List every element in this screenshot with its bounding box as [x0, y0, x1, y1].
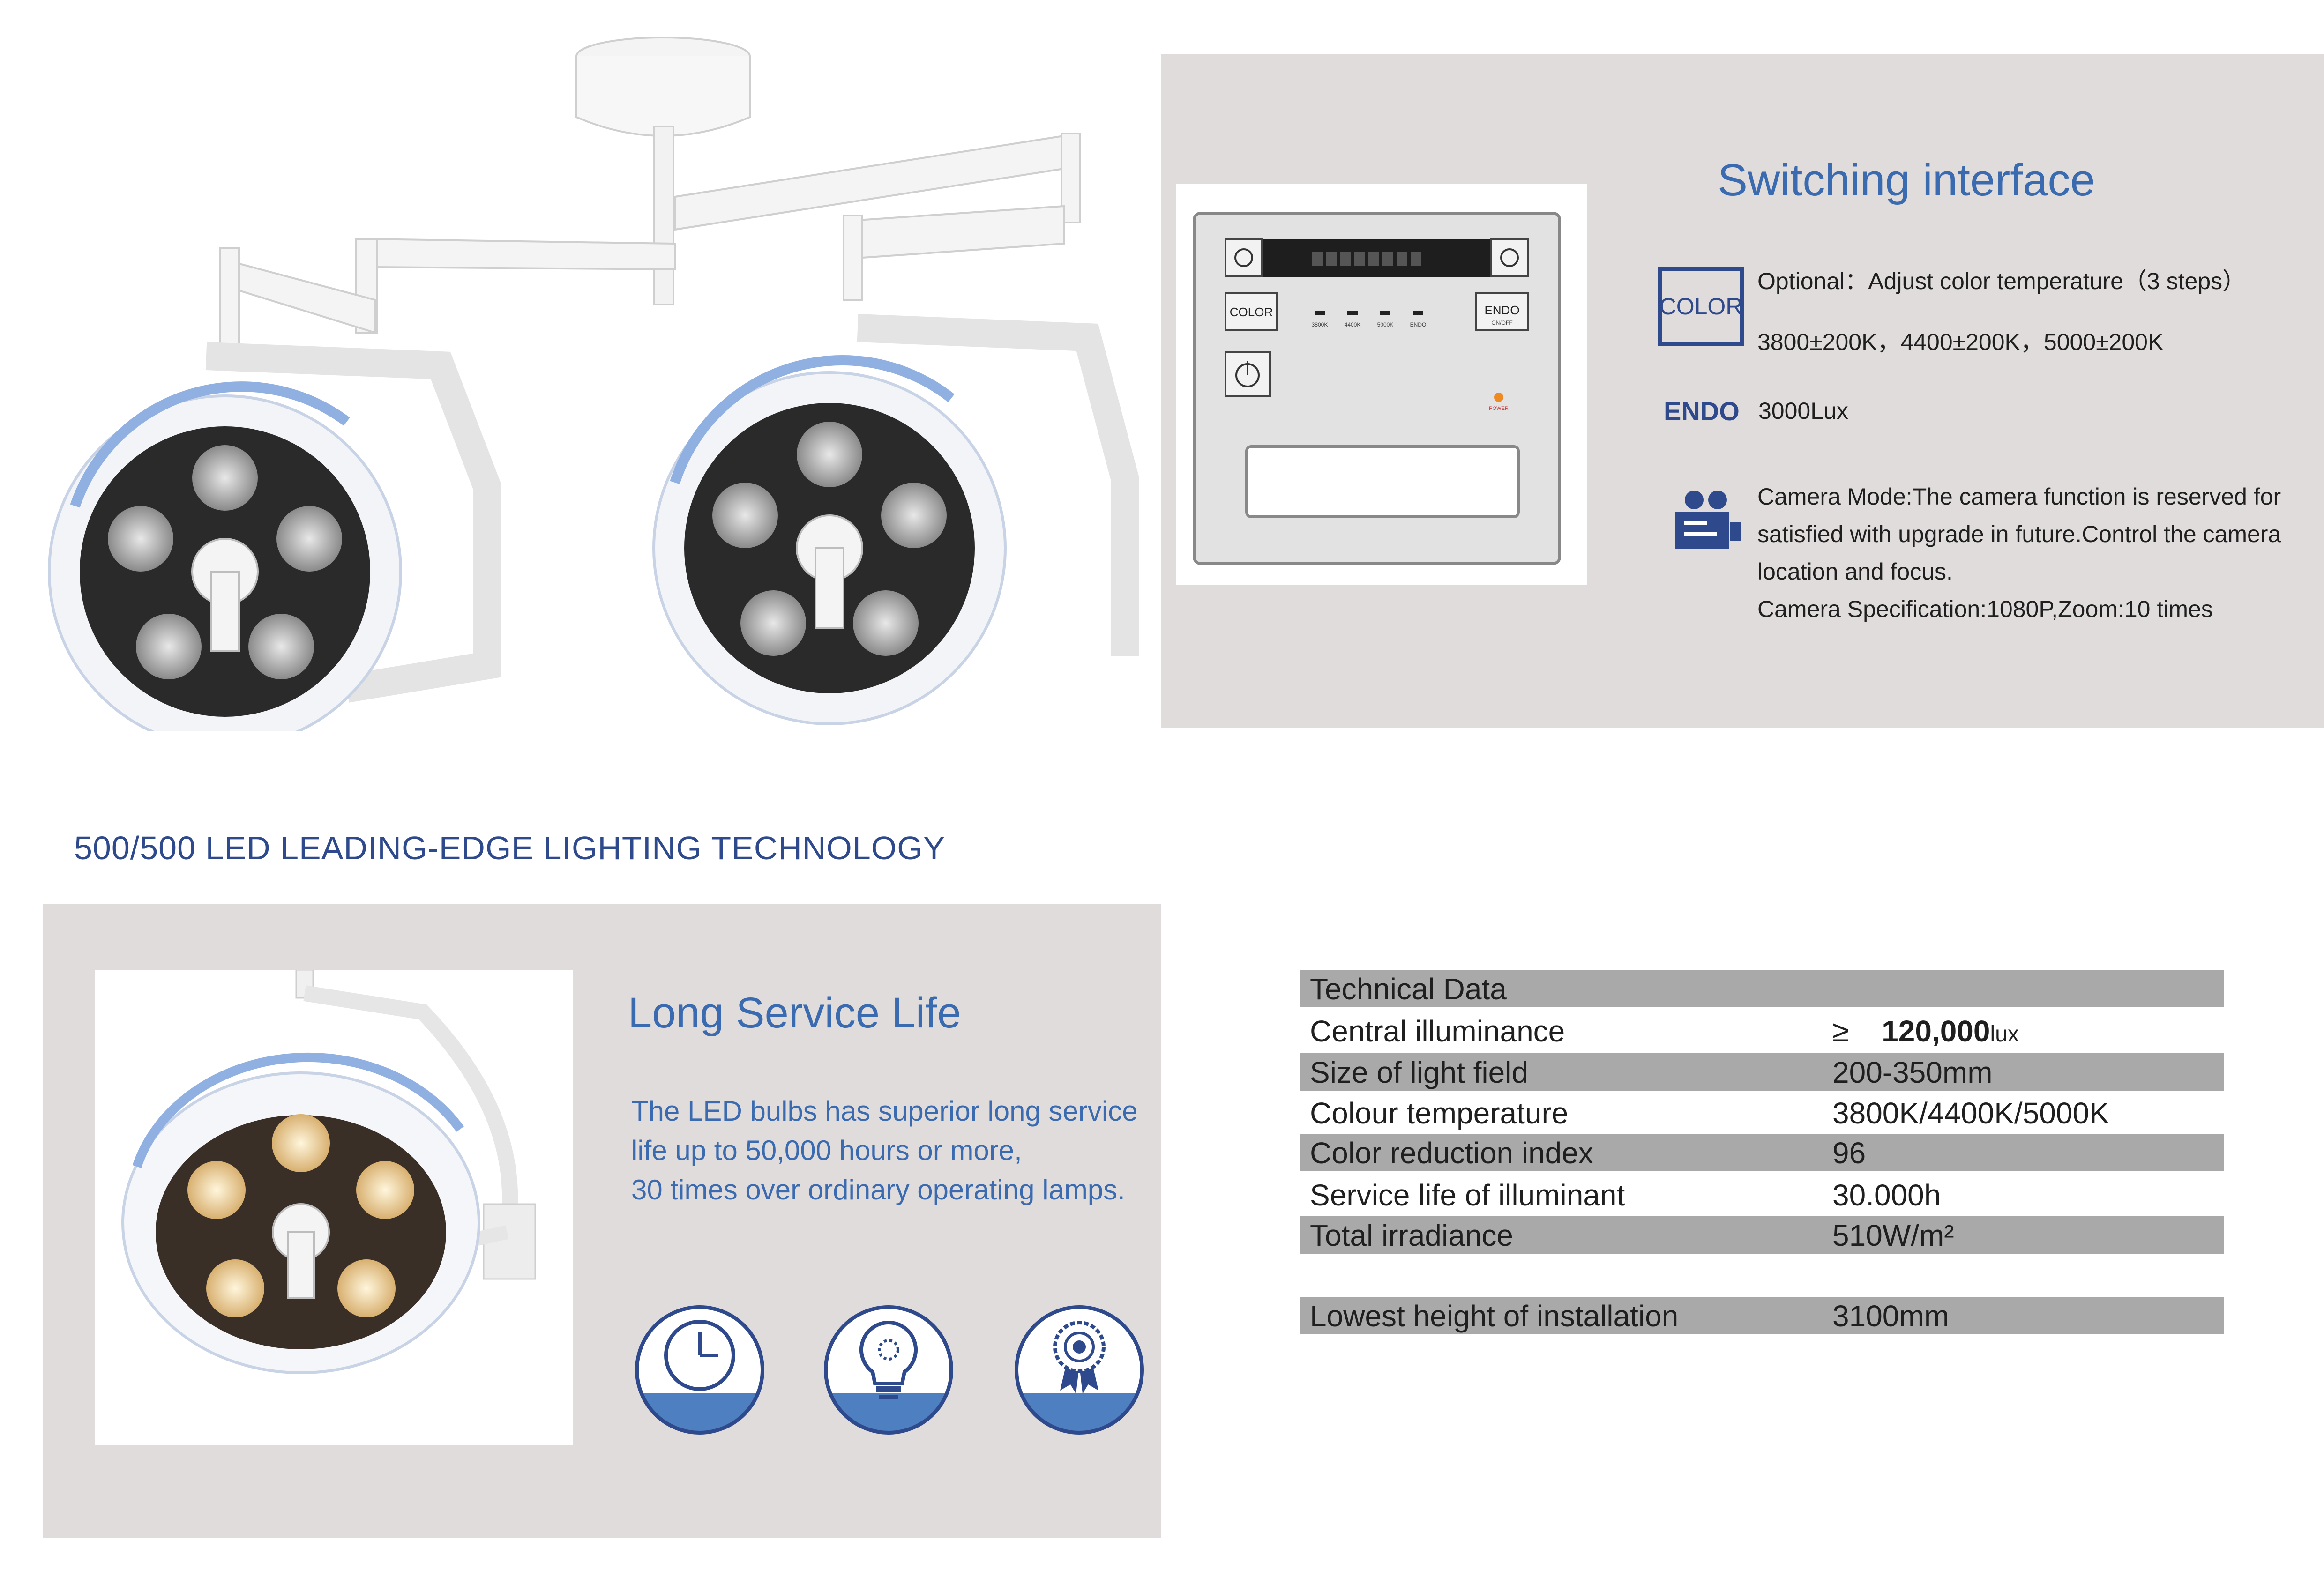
tech-row-value: 3100mm — [1832, 1299, 1949, 1333]
tech-row-service-life: Service life of illuminant 30.000h — [1300, 1176, 2224, 1213]
tech-row-label: Total irradiance — [1310, 1219, 1513, 1252]
device-power-label: POWER — [1489, 406, 1509, 411]
illuminance-unit: lux — [1990, 1022, 2019, 1047]
tech-row-value: 96 — [1832, 1136, 1866, 1170]
long-service-life-description: The LED bulbs has superior long service … — [631, 1092, 1161, 1210]
tech-row-value: ≥120,000lux — [1832, 1014, 2019, 1049]
device-endo-sub-label: ON/OFF — [1491, 320, 1512, 326]
optional-color-temperature-text: Optional：Adjust color temperature（3 step… — [1757, 268, 2246, 294]
control-panel-image: COLOR ENDO ON/OFF 3800K 4400K 5000K ENDO… — [1176, 184, 1587, 585]
brightness-down-button — [1225, 238, 1263, 277]
control-panel-device: COLOR ENDO ON/OFF 3800K 4400K 5000K ENDO… — [1193, 212, 1561, 565]
sun-dim-icon — [1234, 248, 1253, 267]
tech-row-total-irradiance: Total irradiance 510W/m² — [1300, 1216, 2224, 1254]
clock-icon — [635, 1305, 764, 1435]
tech-row-light-field: Size of light field 200-350mm — [1300, 1053, 2224, 1091]
device-color-button — [1225, 292, 1278, 331]
single-surgical-lamp-image — [121, 970, 536, 1374]
led-technology-headline: 500/500 LED LEADING-EDGE LIGHTING TECHNO… — [74, 830, 946, 866]
endo-value: 3000Lux — [1758, 398, 1848, 424]
lightbulb-icon — [824, 1305, 953, 1435]
tech-row-label: Lowest height of installation — [1310, 1299, 1679, 1333]
description-line: life up to 50,000 hours or more, — [631, 1135, 1022, 1166]
device-temp-label: 4400K — [1345, 321, 1361, 328]
tech-row-central-illuminance: Central illuminance ≥120,000lux — [1300, 1012, 2224, 1049]
camera-text-line: Camera Specification:1080P,Zoom:10 times — [1757, 596, 2213, 622]
device-temp-label: ENDO — [1410, 321, 1427, 328]
illuminance-number: 120,000 — [1882, 1014, 1990, 1048]
sun-bright-icon — [1500, 248, 1519, 267]
device-temp-label: 3800K — [1312, 321, 1328, 328]
device-handle — [1245, 445, 1520, 518]
tech-row-color-reduction-index: Color reduction index 96 — [1300, 1134, 2224, 1171]
color-badge: COLOR — [1658, 267, 1744, 346]
brightness-up-button — [1490, 238, 1529, 277]
tech-row-label: Size of light field — [1310, 1056, 1529, 1089]
device-endo-label: ENDO — [1484, 303, 1519, 317]
tech-row-installation-height: Lowest height of installation 3100mm — [1300, 1297, 2224, 1334]
device-temp-label: 5000K — [1377, 321, 1394, 328]
switching-interface-title: Switching interface — [1718, 155, 2095, 205]
tech-row-label: Central illuminance — [1310, 1014, 1565, 1048]
camera-text-line: Camera Mode:The camera function is reser… — [1757, 484, 2281, 510]
camera-text-line: location and focus. — [1757, 558, 1953, 585]
tech-table-header: Technical Data — [1300, 970, 2224, 1007]
tech-row-value: 3800K/4400K/5000K — [1832, 1096, 2109, 1130]
tech-row-value: 200-350mm — [1832, 1056, 1993, 1089]
description-line: 30 times over ordinary operating lamps. — [631, 1174, 1125, 1205]
tech-row-value: 510W/m² — [1832, 1219, 1954, 1252]
description-line: The LED bulbs has superior long service — [631, 1095, 1138, 1127]
tech-row-label: Colour temperature — [1310, 1096, 1569, 1130]
color-temperature-values: 3800±200K，4400±200K，5000±200K — [1757, 329, 2164, 355]
tech-row-colour-temperature: Colour temperature 3800K/4400K/5000K — [1300, 1094, 2224, 1131]
camera-mode-text: Camera Mode:The camera function is reser… — [1757, 478, 2320, 628]
double-surgical-lamp-image — [48, 37, 1139, 731]
tech-header-label: Technical Data — [1310, 972, 1507, 1006]
tech-row-label: Color reduction index — [1310, 1136, 1593, 1170]
tech-row-label: Service life of illuminant — [1310, 1178, 1625, 1212]
power-led-icon — [1494, 393, 1503, 402]
long-service-life-title: Long Service Life — [628, 989, 961, 1037]
award-ribbon-icon — [1015, 1305, 1144, 1435]
camera-text-line: satisfied with upgrade in future.Control… — [1757, 521, 2281, 547]
camera-icon — [1675, 491, 1741, 549]
device-color-label: COLOR — [1230, 305, 1273, 319]
endo-label: ENDO — [1664, 396, 1740, 426]
greater-equal-sign: ≥ — [1832, 1014, 1849, 1048]
tech-row-value: 30.000h — [1832, 1178, 1941, 1212]
device-endo-button — [1475, 292, 1529, 331]
